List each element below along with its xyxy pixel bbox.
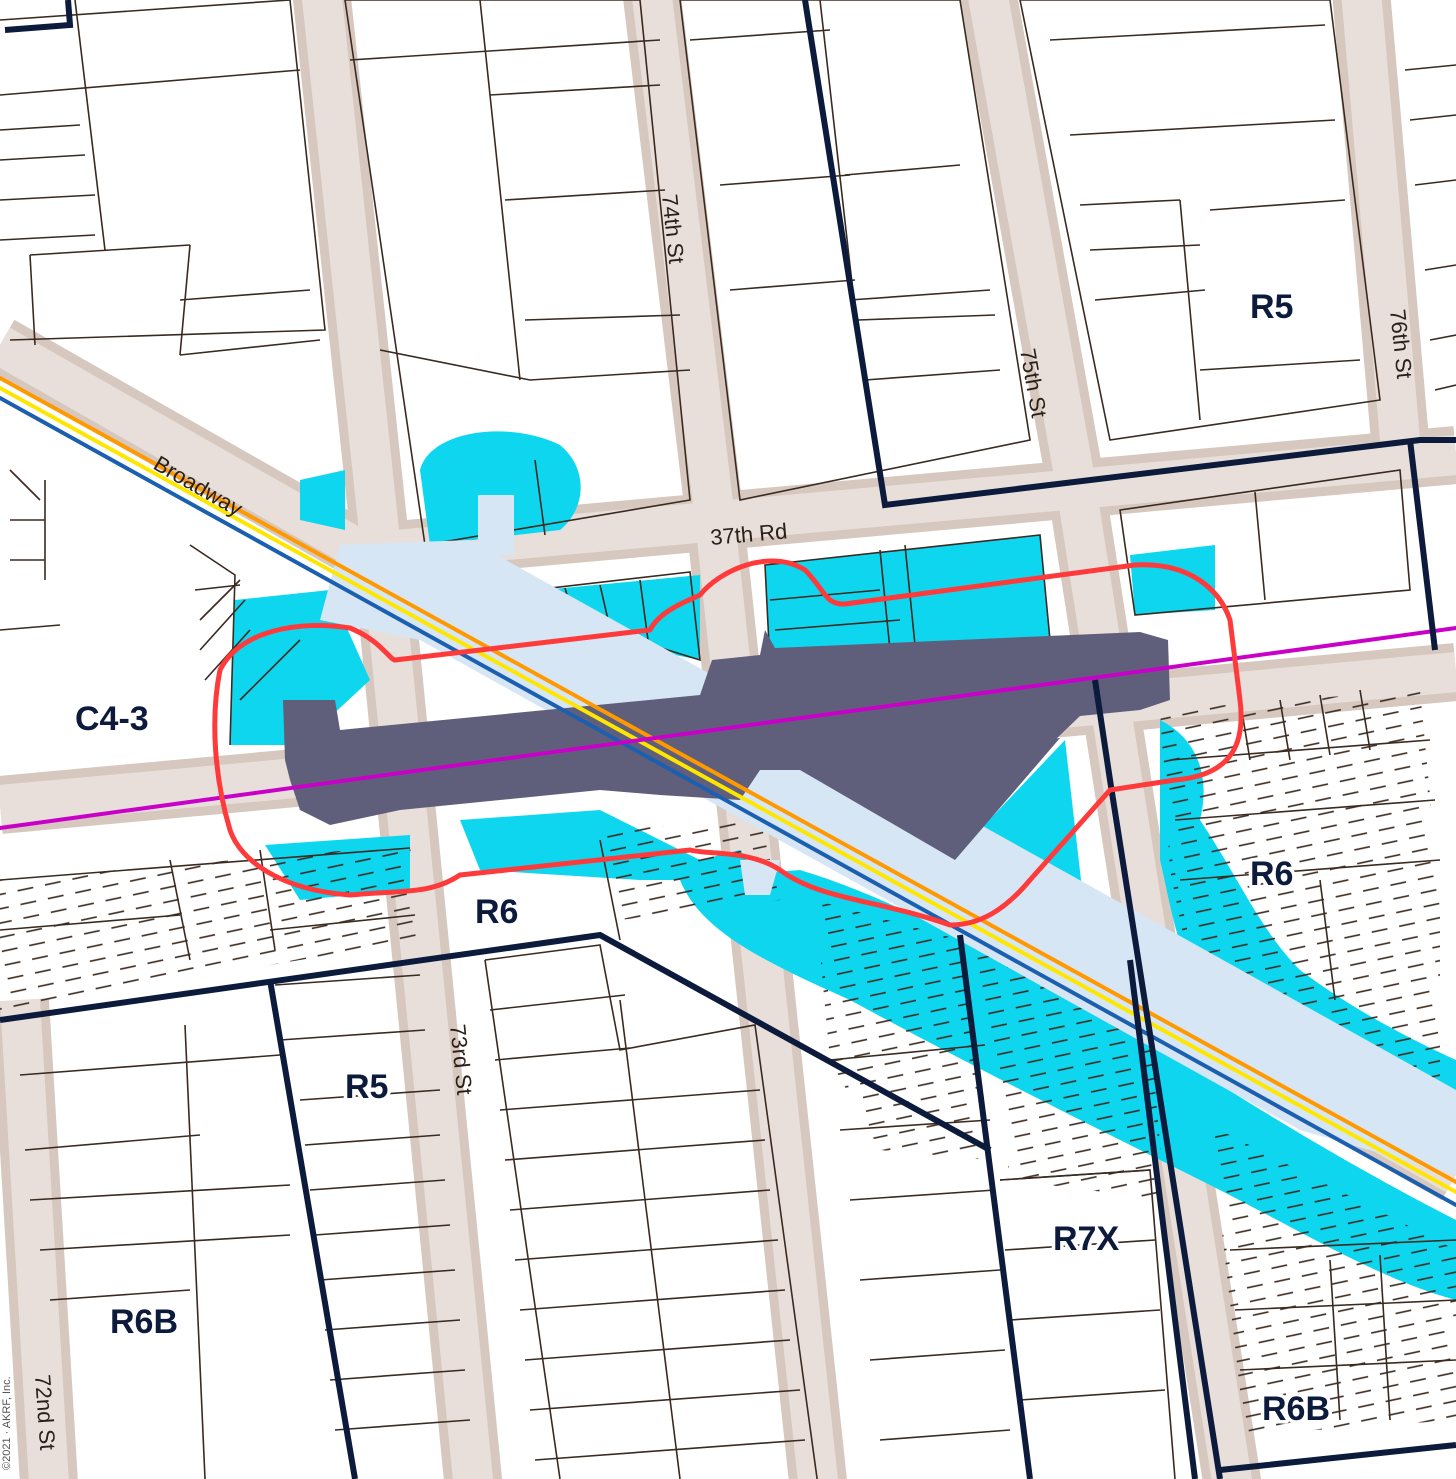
zone-label-r6b-left: R6B [110, 1303, 178, 1341]
station-footprint [283, 630, 1170, 860]
zone-label-r6b-right: R6B [1262, 1390, 1330, 1428]
line-yellow [0, 386, 1456, 1194]
line-orange [0, 376, 1456, 1184]
street-label-72nd-st: 72nd St [30, 1374, 60, 1451]
map-credit: ©2021 · AKRF, Inc. [1, 1376, 13, 1470]
elevated-structure [320, 495, 1456, 1175]
zone-label-r6-mid: R6 [475, 893, 518, 931]
line-purple [0, 626, 1456, 830]
zone-label-r7x: R7X [1053, 1220, 1119, 1258]
zone-label-c4-3: C4-3 [75, 700, 149, 738]
zone-label-r5-bottom: R5 [345, 1068, 388, 1106]
transit-lines [0, 376, 1456, 1207]
zone-label-r6-right: R6 [1250, 855, 1293, 893]
zone-label-r5-top: R5 [1250, 288, 1293, 326]
line-blue [0, 396, 1456, 1207]
study-area-boundary [212, 558, 1244, 928]
